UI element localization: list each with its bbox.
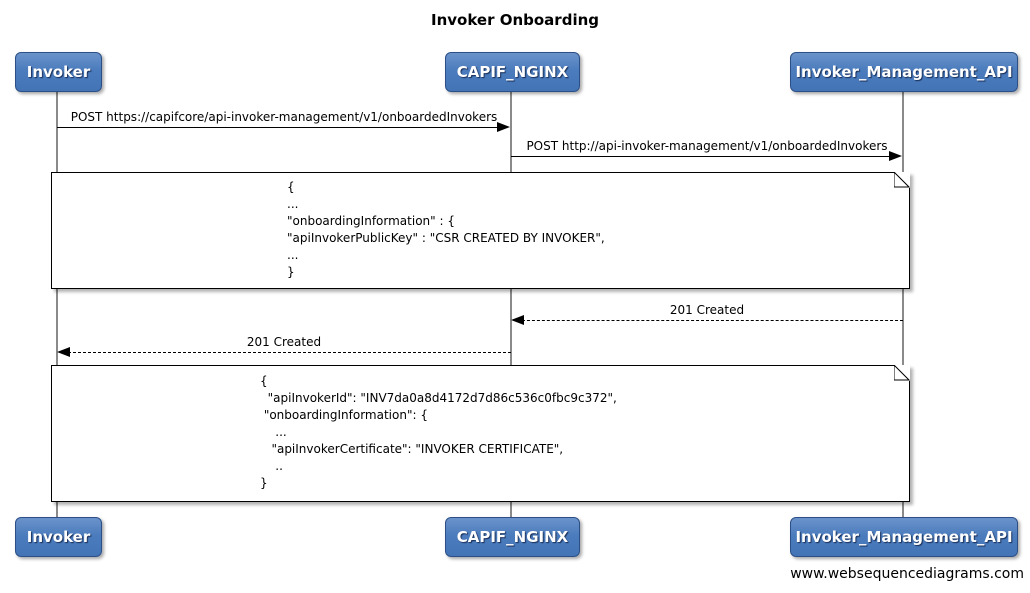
note: { ... "onboardingInformation" : { "apiIn… <box>51 170 911 289</box>
actor-box-invoker-top: Invoker <box>15 52 102 92</box>
diagram-title: Invoker Onboarding <box>431 11 599 29</box>
message-line <box>517 320 903 321</box>
note-line: ... <box>260 425 287 439</box>
note-line: "onboardingInformation": { <box>260 408 428 422</box>
note-line: { <box>260 374 268 388</box>
actor-box-invoker-management-api-bottom: Invoker_Management_API <box>790 517 1018 557</box>
note-line: } <box>260 476 268 490</box>
message-line <box>511 156 890 157</box>
arrowhead-left-icon <box>511 315 524 325</box>
note: { "apiInvokerId": "INV7da0a8d4172d7d86c5… <box>51 363 911 502</box>
message-label: POST http://api-invoker-management/v1/on… <box>526 139 888 153</box>
actor-box-invoker-management-api-top: Invoker_Management_API <box>790 52 1018 92</box>
watermark: www.websequencediagrams.com <box>790 566 1024 582</box>
actor-label: Invoker <box>26 63 91 81</box>
actor-label: Invoker_Management_API <box>795 63 1013 81</box>
message-label: 201 Created <box>246 335 322 349</box>
note-fold-icon <box>893 363 911 381</box>
note-body: { ... "onboardingInformation" : { "apiIn… <box>287 179 605 281</box>
note-line: "apiInvokerPublicKey" : "CSR CREATED BY … <box>287 231 605 245</box>
message-label: 201 Created <box>669 303 745 317</box>
message-line <box>57 127 498 128</box>
arrowhead-right-icon <box>889 151 902 161</box>
message-line <box>63 352 511 353</box>
actor-box-invoker-bottom: Invoker <box>15 517 102 557</box>
actor-box-capif-nginx-bottom: CAPIF_NGINX <box>445 517 580 557</box>
message-label: POST https://capifcore/api-invoker-manag… <box>70 110 498 124</box>
lifeline-invoker <box>56 92 58 518</box>
lifeline-invoker-management-api <box>902 92 904 518</box>
note-line: ... <box>287 248 299 262</box>
note-line: "apiInvokerId": "INV7da0a8d4172d7d86c536… <box>260 391 617 405</box>
actor-label: Invoker <box>26 528 91 546</box>
note-fold-icon <box>893 170 911 188</box>
note-line: } <box>287 265 295 279</box>
actor-label: Invoker_Management_API <box>795 528 1013 546</box>
note-line: "onboardingInformation" : { <box>287 214 455 228</box>
note-line: "apiInvokerCertificate": "INVOKER CERTIF… <box>260 442 564 456</box>
actor-label: CAPIF_NGINX <box>456 63 569 81</box>
actor-label: CAPIF_NGINX <box>456 528 569 546</box>
lifeline-capif-nginx <box>510 92 512 518</box>
arrowhead-left-icon <box>57 347 70 357</box>
arrowhead-right-icon <box>497 122 510 132</box>
note-line: { <box>287 180 295 194</box>
note-body: { "apiInvokerId": "INV7da0a8d4172d7d86c5… <box>260 373 617 492</box>
actor-box-capif-nginx-top: CAPIF_NGINX <box>445 52 580 92</box>
note-line: .. <box>260 459 283 473</box>
note-line: ... <box>287 197 299 211</box>
